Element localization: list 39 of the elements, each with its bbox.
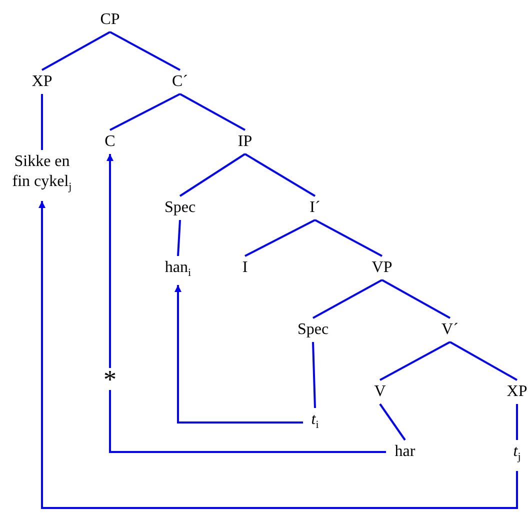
branch-line bbox=[312, 342, 316, 408]
tree-node-label: C´ bbox=[165, 72, 195, 92]
tree-node-label: t$_{j}$ bbox=[507, 442, 527, 468]
edge-label: * bbox=[102, 368, 118, 390]
branch-line bbox=[450, 341, 518, 381]
movement-arrow bbox=[174, 285, 303, 424]
tree-node-label: t$_{i}$ bbox=[305, 410, 325, 436]
branch-line bbox=[244, 219, 316, 257]
branch-line bbox=[314, 219, 382, 257]
branch-line bbox=[177, 220, 181, 256]
tree-node-label: V´ bbox=[438, 320, 462, 340]
branch-line bbox=[110, 93, 180, 131]
tree-node-label: V bbox=[370, 382, 390, 402]
tree-node-label: IP bbox=[233, 132, 257, 152]
branch-line bbox=[516, 404, 518, 440]
tree-node-label: XP bbox=[27, 72, 57, 92]
tree-node-label: XP bbox=[503, 382, 529, 402]
tree-node-label: Sikke en fin cykel$_{j}$ bbox=[7, 152, 77, 198]
branch-line bbox=[382, 279, 450, 319]
branch-line bbox=[380, 341, 450, 381]
tree-node-label: Spec bbox=[160, 198, 200, 218]
branch-line bbox=[312, 279, 382, 319]
branch-line bbox=[41, 94, 43, 150]
movement-arrow bbox=[38, 201, 518, 509]
branch-line bbox=[244, 153, 316, 197]
branch-line bbox=[180, 93, 246, 131]
branch-line bbox=[179, 153, 246, 197]
tree-node-label: Spec bbox=[293, 320, 333, 340]
tree-node-label: har bbox=[388, 442, 422, 462]
tree-node-label: VP bbox=[367, 258, 397, 278]
tree-node-label: I´ bbox=[305, 198, 325, 218]
tree-node-label: han$_{i}$ bbox=[160, 258, 196, 284]
branch-line bbox=[110, 31, 180, 71]
branch-line bbox=[42, 31, 110, 71]
tree-node-label: I bbox=[237, 258, 253, 278]
movement-arrow bbox=[106, 154, 386, 453]
branch-line bbox=[379, 403, 406, 441]
tree-node-label: C bbox=[100, 132, 120, 152]
tree-node-label: CP bbox=[95, 10, 125, 30]
